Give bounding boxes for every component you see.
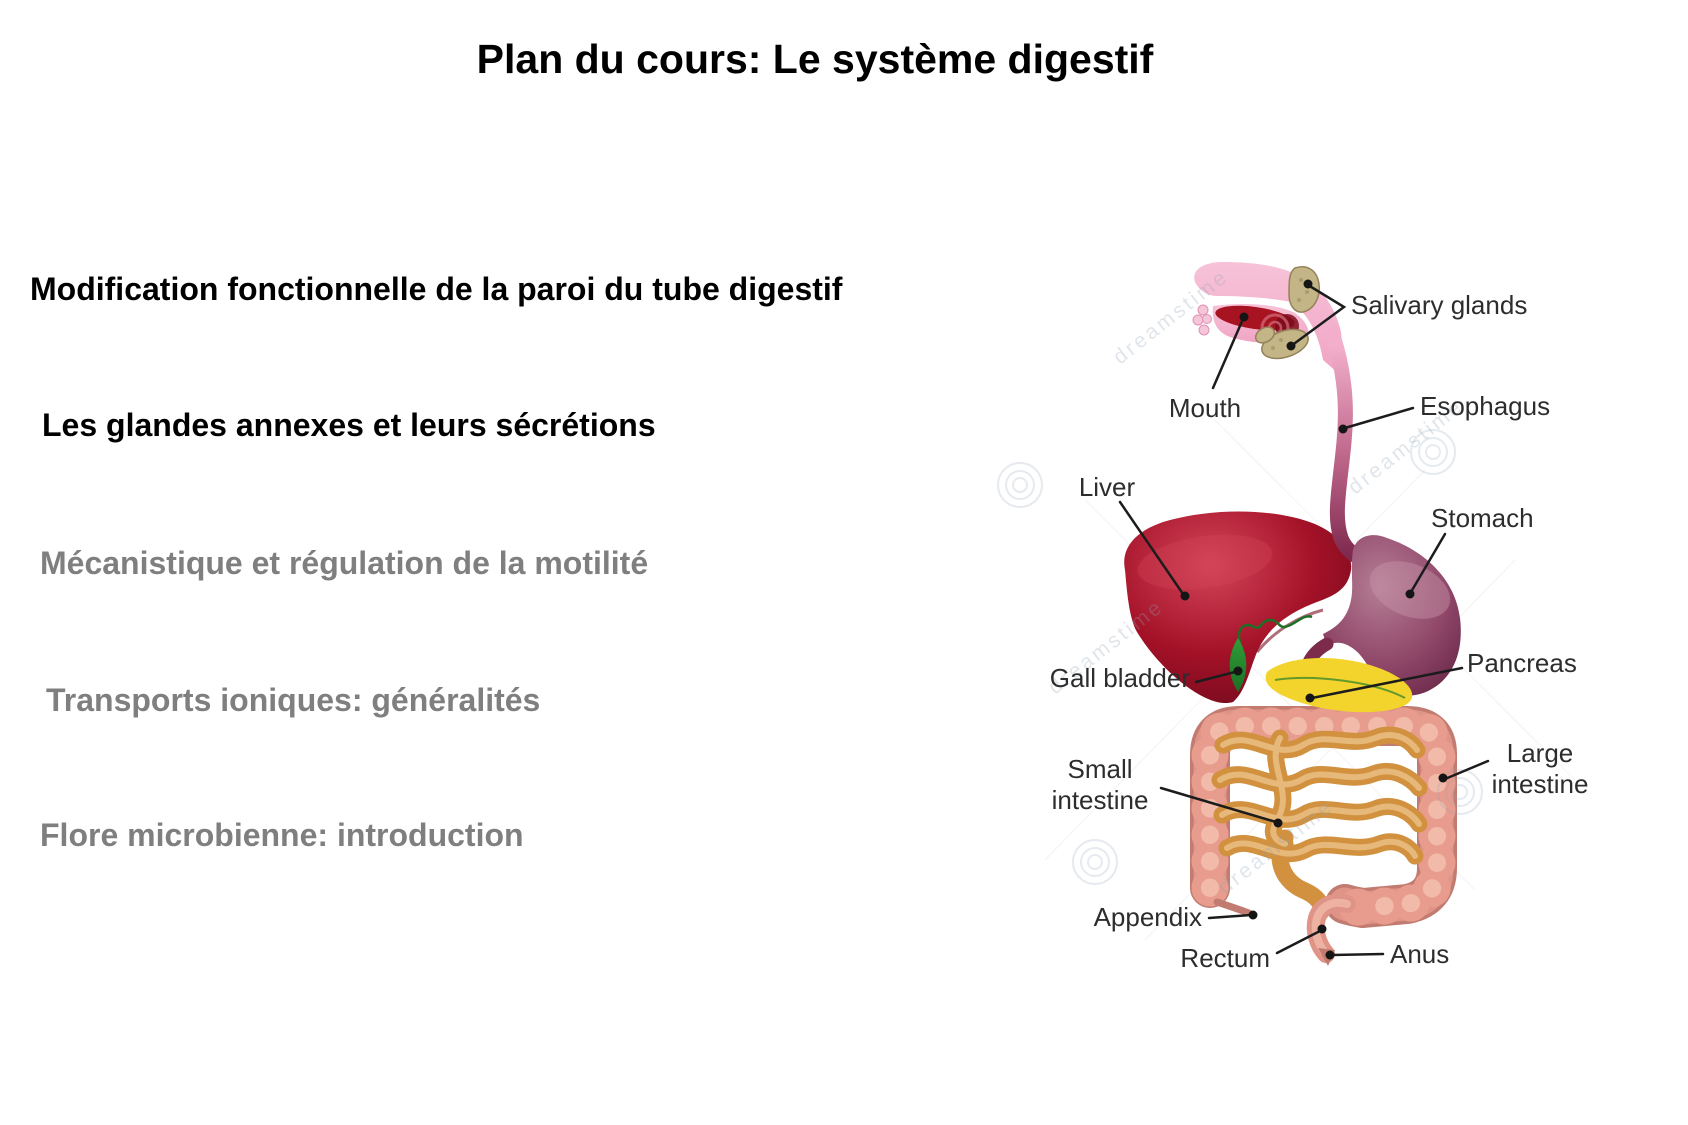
pancreas-organ [1265,657,1413,713]
page-title: Plan du cours: Le système digestif [476,36,1154,82]
label-appendix: Appendix [1094,902,1202,932]
label-small-intestine-line1: Small [1067,754,1132,784]
course-item-motilite: Mécanistique et régulation de la motilit… [40,545,649,581]
label-small-intestine-line2: intestine [1052,785,1149,815]
label-esophagus: Esophagus [1420,391,1550,421]
label-mouth: Mouth [1169,393,1241,423]
course-item-transports-ioniques: Transports ioniques: généralités [46,682,541,718]
digestive-system-diagram: dreamstime dreamstime dreamstime dreamst… [955,240,1625,1010]
label-large-intestine-line2: intestine [1492,769,1589,799]
course-item-flore-microbienne: Flore microbienne: introduction [40,817,524,853]
label-stomach: Stomach [1431,503,1534,533]
appendix-organ [1213,898,1253,917]
course-item-glandes-annexes: Les glandes annexes et leurs sécrétions [42,407,656,443]
label-anus: Anus [1390,939,1449,969]
tongue [1215,305,1295,331]
diagram-labels: Salivary glands Mouth Esophagus Liver St… [1050,290,1589,973]
leader-lines [1118,279,1490,960]
label-salivary-glands: Salivary glands [1351,290,1527,320]
label-gall-bladder: Gall bladder [1050,663,1191,693]
label-liver: Liver [1079,472,1136,502]
gall-bladder-organ [1229,615,1313,692]
label-pancreas: Pancreas [1467,648,1577,678]
esophagus-organ [1325,328,1364,564]
salivary-glands-organ [1254,266,1321,360]
course-item-paroi-tube-digestif: Modification fonctionnelle de la paroi d… [30,271,843,307]
large-intestine-organ [1190,706,1457,928]
uvula [1192,304,1212,336]
watermark-spiral [997,429,1483,885]
label-large-intestine-line1: Large [1507,738,1574,768]
label-rectum: Rectum [1180,943,1270,973]
